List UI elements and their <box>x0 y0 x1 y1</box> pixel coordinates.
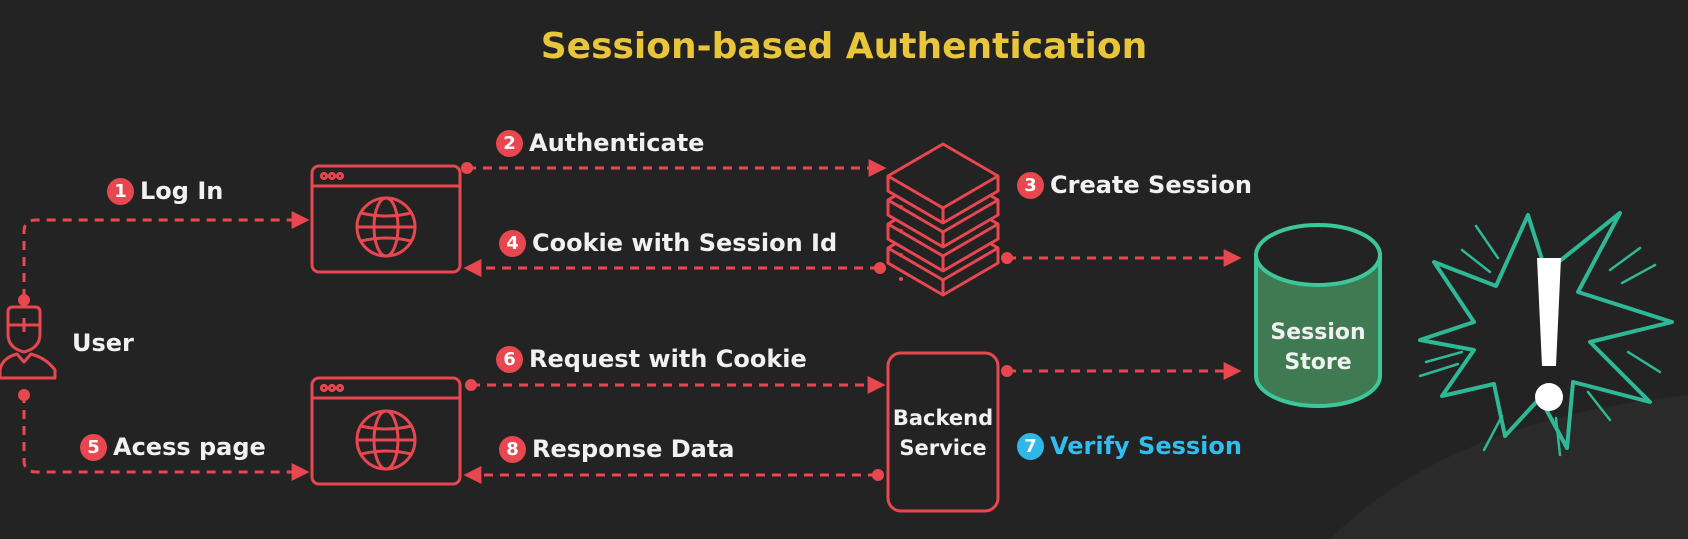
server-stack-icon <box>886 142 1000 297</box>
browser-icon-top <box>310 164 462 274</box>
step-number-badge: 3 <box>1017 171 1044 199</box>
backend-label-line2: Service <box>899 436 987 460</box>
store-label-line2: Store <box>1284 350 1352 375</box>
step-label: Log In <box>140 177 224 205</box>
background-arc <box>1330 395 1688 539</box>
backend-service-box <box>886 351 1000 513</box>
connector-dot <box>18 389 30 401</box>
step-label: Create Session <box>1050 171 1252 199</box>
step-verify-session: 7 Verify Session <box>1017 432 1242 460</box>
step-number-badge: 6 <box>496 345 523 373</box>
exclamation-mark <box>1537 258 1561 366</box>
connector-dot <box>872 469 884 481</box>
session-store-cylinder <box>1254 223 1382 408</box>
session-store-label: Session Store <box>1256 318 1380 378</box>
step-label: Request with Cookie <box>529 345 807 373</box>
diagram-title: Session-based Authentication <box>540 26 1148 67</box>
step-number-badge: 8 <box>499 435 526 463</box>
alert-burst-icon <box>1418 211 1674 457</box>
step-number-badge: 4 <box>499 229 526 257</box>
step-login: 1 Log In <box>107 177 223 205</box>
user-label: User <box>72 329 134 357</box>
step-number-badge: 2 <box>496 129 523 157</box>
step-authenticate: 2 Authenticate <box>496 129 704 157</box>
login-connector <box>22 211 310 298</box>
step-access: 5 Acess page <box>80 433 266 461</box>
step-label: Cookie with Session Id <box>532 229 838 257</box>
step-response: 8 Response Data <box>499 435 735 463</box>
step-number-badge: 1 <box>107 177 134 205</box>
connector-dot <box>461 162 473 174</box>
access-connector <box>22 394 310 481</box>
step-number-badge: 7 <box>1017 432 1044 460</box>
step-number-badge: 5 <box>80 433 107 461</box>
store-label-line1: Session <box>1270 320 1366 345</box>
browser-icon-bottom <box>310 376 462 486</box>
connector-dot <box>465 379 477 391</box>
step-label: Verify Session <box>1050 432 1242 460</box>
backend-label-line1: Backend <box>892 406 994 430</box>
step-label: Acess page <box>113 433 266 461</box>
connector-dot <box>874 262 886 274</box>
connector-dot <box>1001 365 1013 377</box>
connector-dot <box>1001 252 1013 264</box>
step-create-session: 3 Create Session <box>1017 171 1252 199</box>
step-label: Response Data <box>532 435 735 463</box>
step-request: 6 Request with Cookie <box>496 345 807 373</box>
backend-service-label: Backend Service <box>888 403 998 463</box>
connector-dot <box>18 294 30 306</box>
step-label: Authenticate <box>529 129 705 157</box>
user-icon <box>0 305 57 380</box>
step-cookie: 4 Cookie with Session Id <box>499 229 837 257</box>
